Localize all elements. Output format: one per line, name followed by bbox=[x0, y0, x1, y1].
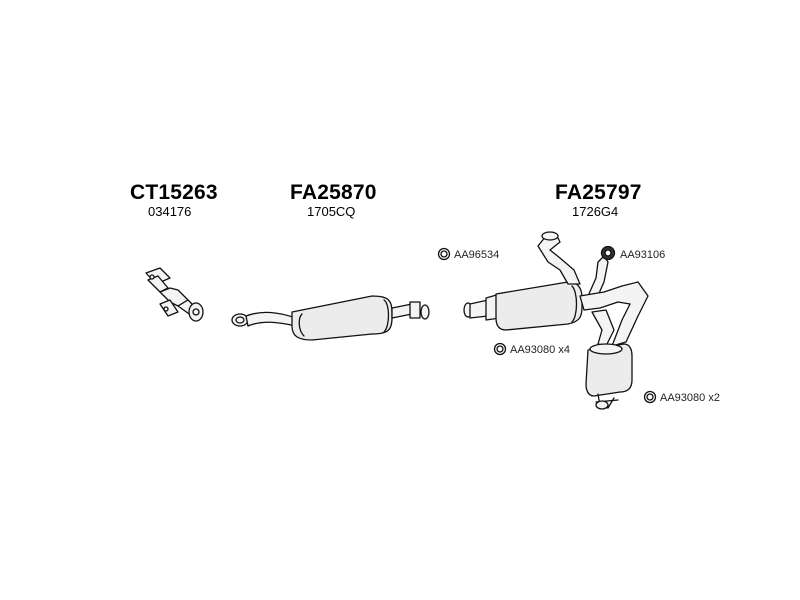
seal-label-aa93080-x2: AA93080 x2 bbox=[660, 392, 720, 404]
seal-label-aa93080-x4: AA93080 x4 bbox=[510, 344, 570, 356]
part-number-fa25797: FA25797 bbox=[555, 181, 642, 204]
seal-ring-aa96534 bbox=[437, 247, 451, 261]
seal-ring-aa93080-x2 bbox=[643, 390, 657, 404]
oem-number-1705cq: 1705CQ bbox=[307, 204, 356, 219]
rear-section-fa25797 bbox=[463, 231, 649, 410]
part-number-ct15263: CT15263 bbox=[130, 181, 218, 204]
centre-silencer-fa25870 bbox=[231, 295, 430, 341]
seal-label-aa93106: AA93106 bbox=[620, 249, 666, 261]
part-number-fa25870: FA25870 bbox=[290, 181, 377, 204]
front-pipe-ct15263 bbox=[145, 267, 204, 322]
oem-number-034176: 034176 bbox=[148, 204, 192, 219]
seal-ring-aa93080-x4 bbox=[493, 342, 507, 356]
seal-label-aa96534: AA96534 bbox=[454, 249, 500, 261]
seal-ring-aa93106 bbox=[600, 245, 616, 261]
oem-number-1726g4: 1726G4 bbox=[572, 204, 619, 219]
